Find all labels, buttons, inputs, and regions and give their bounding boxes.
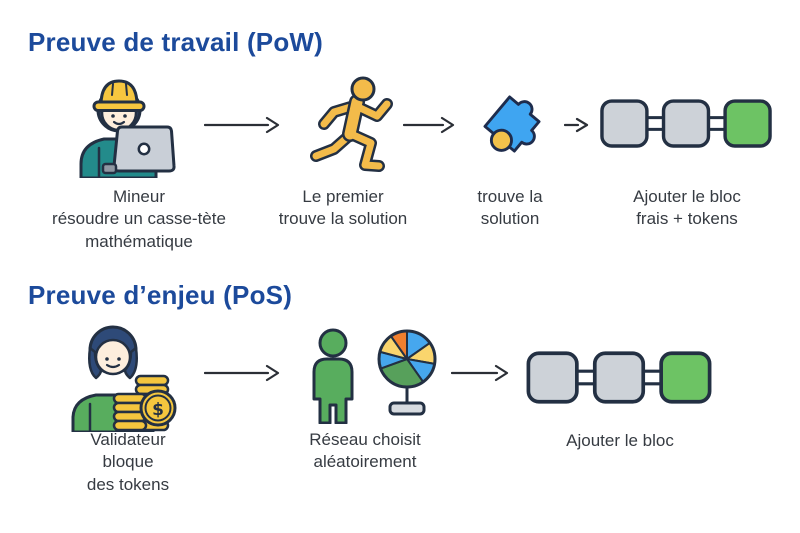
arrow-right-icon	[204, 116, 280, 134]
step-label: Réseau choisit aléatoirement	[309, 430, 421, 472]
step-label: Validateur bloque des tokens	[86, 430, 170, 494]
pow-title: Preuve de travail (PoW)	[28, 27, 324, 57]
arrow-right-icon	[403, 116, 455, 134]
puzzle-icon	[464, 76, 560, 172]
step-label: Mineur résoudre un casse-tète mathématiq…	[52, 187, 226, 251]
lottery-wheel-icon	[302, 328, 442, 424]
step-label: trouve la solution	[477, 187, 543, 229]
miner-icon	[78, 68, 178, 178]
step-label: Le premier trouve la solution	[278, 187, 408, 229]
arrow-right-icon	[204, 364, 280, 382]
arrow-right-icon	[564, 116, 590, 134]
step-label: Ajouter le bloc frais + tokens	[633, 187, 741, 229]
svg-text:$: $	[152, 400, 164, 420]
blockchain-icon	[526, 348, 712, 407]
blockchain-icon	[600, 96, 772, 151]
pos-title: Preuve d’enjeu (PoS)	[28, 280, 293, 310]
validator-icon: $	[68, 320, 183, 432]
arrow-right-icon	[451, 364, 509, 382]
step-label: Ajouter le bloc	[566, 431, 674, 450]
runner-icon	[306, 76, 398, 176]
